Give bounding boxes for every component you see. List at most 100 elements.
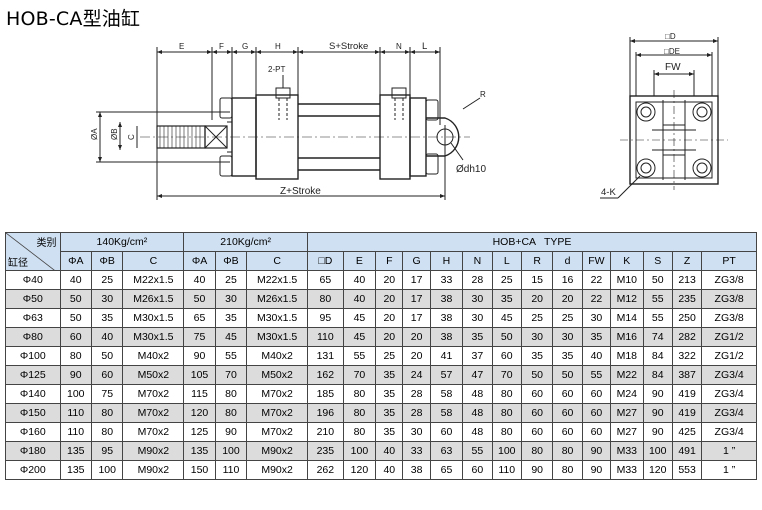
table-cell: 16 [552,270,583,290]
table-cell: 28 [462,270,493,290]
table-cell: 38 [429,308,464,328]
table-cell: 90 [581,441,612,461]
table-cell: M50x2 [246,365,309,385]
table-cell: 90 [59,365,92,385]
col-header-210-2: C [246,251,309,271]
table-cell: 20 [552,289,583,309]
table-cell: 80 [59,346,92,366]
table-cell: ZG1/2 [701,346,757,366]
col-header-type-2: F [375,251,404,271]
table-cell: 100 [642,441,673,461]
table-cell: 20 [402,327,431,347]
table-cell: 322 [671,346,703,366]
table-cell: 110 [59,403,92,423]
table-cell: 80 [552,460,583,480]
table-cell: 35 [375,403,404,423]
table-cell: 282 [671,327,703,347]
table-cell: M50x2 [122,365,185,385]
table-cell: 80 [491,384,522,404]
table-cell: 30 [462,289,493,309]
col-header-140-2: C [122,251,185,271]
table-cell: 30 [214,289,248,309]
table-cell: 90 [642,403,673,423]
table-cell: 40 [59,270,92,290]
table-cell: 47 [462,365,493,385]
table-cell: 95 [90,441,124,461]
table-cell: 28 [402,384,431,404]
table-cell: 22 [581,270,612,290]
table-cell: 60 [462,460,493,480]
table-cell: 30 [581,308,612,328]
table-cell: 20 [375,289,404,309]
table-cell: 75 [90,384,124,404]
table-cell: 70 [214,365,248,385]
table-cell: ZG3/4 [701,422,757,442]
table-cell: 15 [520,270,554,290]
table-cell: 35 [375,422,404,442]
table-cell: 48 [462,384,493,404]
col-header-type-12: Z [671,251,703,271]
dim-pt: 2-PT [268,65,285,74]
table-cell: 70 [342,365,377,385]
bore-cell: Φ180 [5,441,61,461]
bore-cell: Φ160 [5,422,61,442]
table-cell: 80 [491,403,522,423]
table-cell: 553 [671,460,703,480]
table-cell: 419 [671,384,703,404]
table-cell: M40x2 [122,346,185,366]
table-cell: 100 [59,384,92,404]
table-cell: 25 [552,308,583,328]
bore-cell: Φ100 [5,346,61,366]
table-cell: 80 [214,403,248,423]
table-cell: 80 [552,441,583,461]
table-cell: ZG3/8 [701,270,757,290]
table-cell: 100 [90,460,124,480]
table-corner-cell: 类别 缸径 [5,232,61,271]
table-cell: 135 [183,441,216,461]
table-cell: M70x2 [246,403,309,423]
dim-b: ØB [110,128,119,140]
corner-category: 类别 [36,238,57,249]
table-cell: M12 [610,289,644,309]
table-cell: 491 [671,441,703,461]
table-cell: M27 [610,422,644,442]
table-cell: 60 [581,422,612,442]
table-cell: 100 [342,441,377,461]
table-cell: 120 [183,403,216,423]
col-header-type-1: E [342,251,377,271]
table-cell: 80 [90,422,124,442]
table-cell: M18 [610,346,644,366]
table-cell: 60 [581,403,612,423]
table-cell: 50 [642,270,673,290]
table-cell: 120 [642,460,673,480]
table-cell: 387 [671,365,703,385]
table-cell: 40 [90,327,124,347]
table-cell: M30x1.5 [122,308,185,328]
table-cell: M16 [610,327,644,347]
table-cell: 20 [520,289,554,309]
table-cell: 35 [552,346,583,366]
table-cell: 50 [59,289,92,309]
table-cell: 40 [183,270,216,290]
table-cell: 55 [642,289,673,309]
table-cell: 115 [183,384,216,404]
table-cell: 100 [214,441,248,461]
table-cell: 30 [462,308,493,328]
table-cell: 63 [429,441,464,461]
group-140-header: 140Kg/cm² [59,232,185,252]
table-cell: 17 [402,308,431,328]
table-cell: 20 [375,308,404,328]
table-cell: 38 [429,327,464,347]
table-cell: 20 [375,327,404,347]
table-cell: 25 [520,308,554,328]
table-cell: 90 [520,460,554,480]
table-cell: 84 [642,365,673,385]
table-cell: M10 [610,270,644,290]
table-cell: 45 [491,308,522,328]
table-cell: 75 [183,327,216,347]
col-header-type-6: L [491,251,522,271]
dim-stroke: S+Stroke [329,41,368,52]
